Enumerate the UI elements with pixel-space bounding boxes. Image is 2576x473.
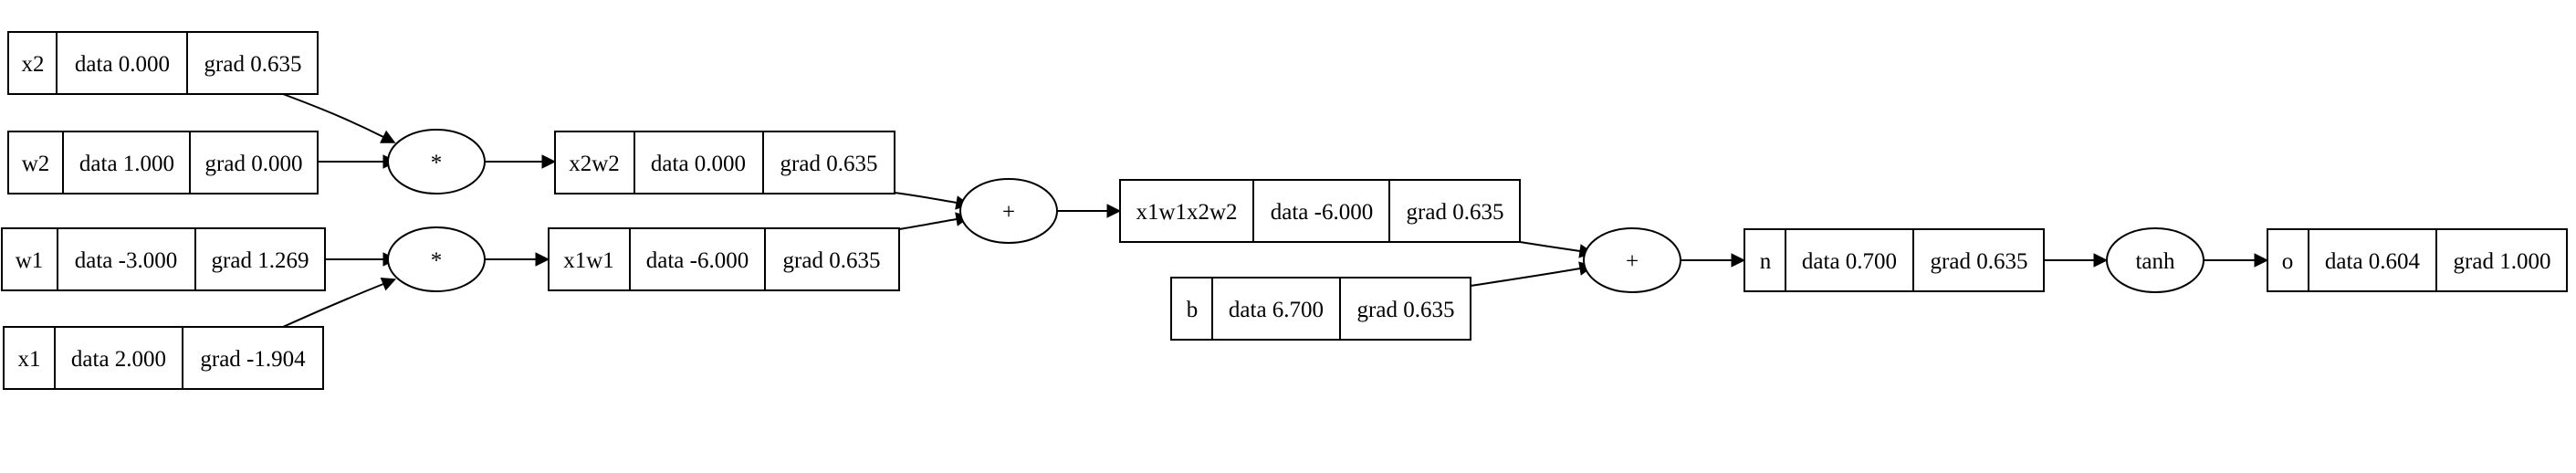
edge-x1-to-mul_bottom [282, 283, 384, 328]
arrowhead-mul_top-to-x2w2 [541, 154, 557, 169]
value-node-grad: grad 1.000 [2454, 249, 2551, 274]
value-node-x2: x2 data 0.000 grad 0.635 [7, 31, 319, 95]
value-node-data: data 0.000 [651, 152, 746, 176]
value-node-grad: grad 1.269 [212, 248, 309, 273]
value-node-label: x2w2 [569, 152, 620, 176]
value-node-x1: x1 data 2.000 grad -1.904 [3, 326, 324, 390]
op-node-mul-bottom: * [387, 226, 486, 292]
arrowhead-add_second-to-n [1731, 253, 1746, 268]
value-node-data: data 6.700 [1229, 298, 1324, 322]
value-node-grad: grad -1.904 [200, 347, 306, 372]
op-node-add-second: + [1583, 227, 1681, 293]
edge-b-to-add_second [1470, 268, 1581, 287]
value-node-label: w2 [22, 152, 50, 176]
op-node-label: + [1002, 200, 1015, 225]
arrowhead-add_first-to-x1w1x2w2 [1106, 204, 1122, 218]
op-node-label: tanh [2135, 249, 2175, 274]
value-node-label: n [1760, 249, 1772, 274]
value-node-label: w1 [16, 248, 44, 273]
arrowhead-tanh-to-o [2254, 253, 2269, 268]
arrowhead-mul_bottom-to-x1w1 [535, 252, 550, 267]
value-node-data: data -3.000 [75, 248, 177, 273]
value-node-grad: grad 0.635 [783, 248, 881, 273]
value-node-label: x1 [18, 347, 41, 372]
value-node-x2w2: x2w2 data 0.000 grad 0.635 [554, 131, 895, 194]
op-node-label: * [431, 151, 443, 175]
value-node-grad: grad 0.000 [205, 152, 303, 176]
value-node-grad: grad 0.635 [1357, 298, 1455, 322]
value-node-x1w1x2w2: x1w1x2w2 data -6.000 grad 0.635 [1119, 179, 1521, 243]
value-node-data: data 1.000 [79, 152, 174, 176]
value-node-label: x2 [22, 52, 45, 77]
op-node-label: * [431, 248, 443, 273]
value-node-data: data -6.000 [646, 248, 749, 273]
value-node-w2: w2 data 1.000 grad 0.000 [7, 131, 319, 194]
value-node-grad: grad 0.635 [780, 152, 878, 176]
value-node-data: data 0.700 [1802, 249, 1897, 274]
value-node-n: n data 0.700 grad 0.635 [1744, 228, 2045, 292]
op-node-label: + [1626, 249, 1639, 274]
op-node-tanh: tanh [2106, 227, 2204, 293]
value-node-o: o data 0.604 grad 1.000 [2267, 228, 2568, 292]
value-node-data: data 2.000 [71, 347, 166, 372]
value-node-label: x1w1x2w2 [1136, 200, 1237, 225]
value-node-grad: grad 0.635 [1407, 200, 1504, 225]
edge-x1w1-to-add_first [898, 218, 958, 230]
value-node-b: b data 6.700 grad 0.635 [1170, 277, 1471, 341]
value-node-data: data -6.000 [1271, 200, 1373, 225]
edge-x2-to-mul_top [282, 93, 384, 138]
arrowhead-n-to-tanh [2093, 253, 2109, 268]
value-node-label: b [1187, 298, 1199, 322]
value-node-grad: grad 0.635 [204, 52, 302, 77]
arrowhead-x1-to-mul_bottom [380, 277, 397, 291]
edge-x1w1x2w2-to-add_second [1519, 241, 1581, 252]
op-node-add-first: + [959, 178, 1058, 244]
value-node-label: x1w1 [563, 248, 614, 273]
edge-x2w2-to-add_first [894, 192, 958, 204]
arrowhead-x2-to-mul_top [380, 130, 396, 143]
value-node-data: data 0.000 [75, 52, 170, 77]
value-node-label: o [2282, 249, 2294, 274]
value-node-x1w1: x1w1 data -6.000 grad 0.635 [548, 227, 900, 291]
value-node-grad: grad 0.635 [1931, 249, 2028, 274]
value-node-w1: w1 data -3.000 grad 1.269 [1, 227, 326, 291]
op-node-mul-top: * [387, 129, 486, 194]
value-node-data: data 0.604 [2325, 249, 2421, 274]
